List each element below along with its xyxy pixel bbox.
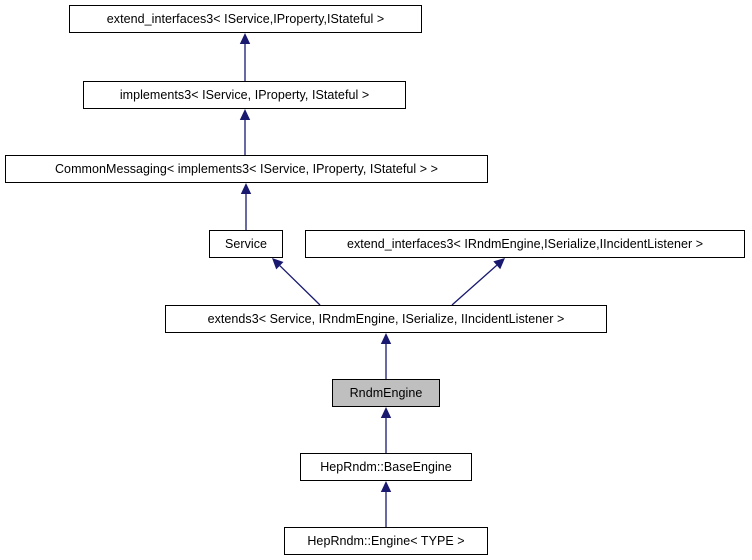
inheritance-arrow xyxy=(380,481,392,527)
inheritance-arrow xyxy=(239,109,251,155)
class-node-hep-base-engine[interactable]: HepRndm::BaseEngine xyxy=(300,453,472,481)
class-node-label: extend_interfaces3< IRndmEngine,ISeriali… xyxy=(346,236,704,251)
class-node-label: HepRndm::BaseEngine xyxy=(320,459,452,474)
class-node-common-messaging[interactable]: CommonMessaging< implements3< IService, … xyxy=(5,155,488,183)
arrowhead-icon xyxy=(239,109,251,120)
class-node-label: HepRndm::Engine< TYPE > xyxy=(307,533,465,548)
class-node-extend-interfaces3-rndm[interactable]: extend_interfaces3< IRndmEngine,ISeriali… xyxy=(305,230,745,258)
arrow-shaft xyxy=(279,265,321,306)
class-node-label: implements3< IService, IProperty, IState… xyxy=(119,87,370,102)
class-node-rndm-engine[interactable]: RndmEngine xyxy=(332,379,440,407)
class-node-label: extends3< Service, IRndmEngine, ISeriali… xyxy=(207,311,565,326)
inheritance-arrow xyxy=(272,258,321,306)
arrowhead-icon xyxy=(380,333,392,344)
arrowhead-icon xyxy=(272,258,284,270)
class-node-label: Service xyxy=(224,236,268,251)
inheritance-arrow xyxy=(380,333,392,379)
arrow-shaft xyxy=(451,264,498,306)
class-node-label: CommonMessaging< implements3< IService, … xyxy=(54,161,438,176)
arrowhead-icon xyxy=(493,258,505,270)
arrowhead-icon xyxy=(380,407,392,418)
class-node-extend-interfaces3-service[interactable]: extend_interfaces3< IService,IProperty,I… xyxy=(69,5,422,33)
inheritance-arrow xyxy=(451,258,505,306)
class-node-label: extend_interfaces3< IService,IProperty,I… xyxy=(106,11,385,26)
class-node-implements3-service[interactable]: implements3< IService, IProperty, IState… xyxy=(83,81,406,109)
class-node-extends3-service[interactable]: extends3< Service, IRndmEngine, ISeriali… xyxy=(165,305,607,333)
inheritance-arrow xyxy=(380,407,392,453)
arrowhead-icon xyxy=(240,183,252,194)
class-node-label: RndmEngine xyxy=(349,385,423,400)
arrowhead-icon xyxy=(380,481,392,492)
inheritance-arrow xyxy=(239,33,251,81)
arrowhead-icon xyxy=(239,33,251,44)
inheritance-arrow xyxy=(240,183,252,230)
class-node-service[interactable]: Service xyxy=(209,230,283,258)
class-node-hep-engine-type[interactable]: HepRndm::Engine< TYPE > xyxy=(284,527,488,555)
